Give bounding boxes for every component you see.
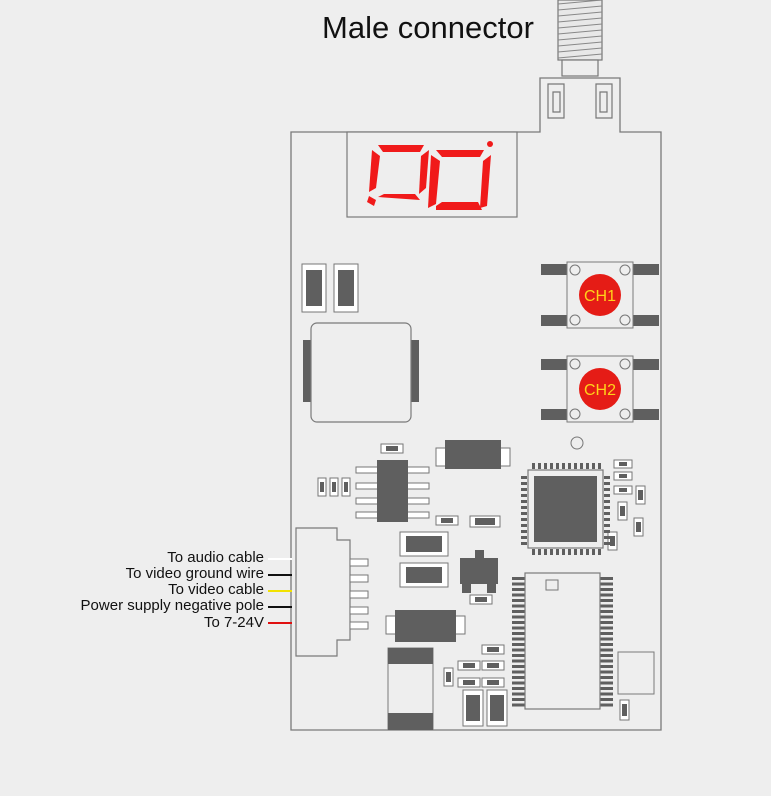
electrolytic-capacitor <box>387 647 434 731</box>
male-connector-title: Male connector <box>322 10 534 45</box>
button-ch2[interactable]: CH2 <box>541 355 659 423</box>
wire-label-video-ground: To video ground wire <box>125 565 264 582</box>
mounting-hole <box>570 436 584 450</box>
cable <box>557 0 603 77</box>
wire-leads <box>268 558 292 624</box>
microcontroller-chip <box>521 463 610 555</box>
ch2-label: CH2 <box>584 382 616 399</box>
smd-resistors <box>317 443 646 721</box>
soic-ic <box>355 460 430 522</box>
button-ch1[interactable]: CH1 <box>541 261 659 329</box>
wire-connector-header <box>295 527 369 657</box>
wire-label-audio: To audio cable <box>167 549 264 566</box>
wire-label-negative: Power supply negative pole <box>80 597 264 614</box>
sot23-transistor <box>460 550 498 593</box>
power-inductor <box>303 322 419 423</box>
diode-lower <box>385 610 466 642</box>
connector-tab <box>547 83 613 119</box>
memory-chip <box>512 572 613 710</box>
ch1-label: CH1 <box>584 288 616 305</box>
seven-segment-display <box>346 131 518 218</box>
smd-capacitor-pair <box>301 263 359 313</box>
wire-label-video: To video cable <box>168 581 264 598</box>
test-pad <box>617 651 655 695</box>
diode-top <box>435 440 511 469</box>
bottom-capacitors <box>462 689 508 727</box>
wire-label-power: To 7-24V <box>203 614 264 631</box>
tantalum-capacitors <box>399 531 449 588</box>
